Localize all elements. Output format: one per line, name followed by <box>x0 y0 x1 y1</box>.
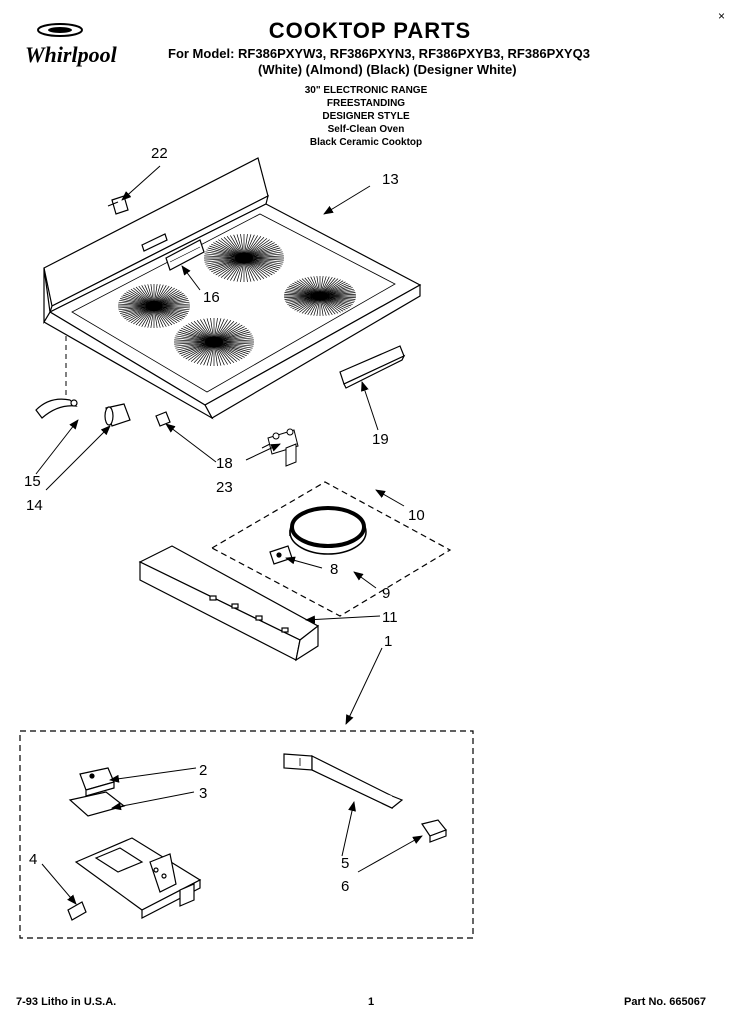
wire-connector <box>35 398 78 419</box>
callout-2: 2 <box>199 762 207 779</box>
touch-control <box>165 239 205 271</box>
product-description: 30" ELECTRONIC RANGE FREESTANDING DESIGN… <box>250 84 482 149</box>
desc-line: FREESTANDING <box>326 98 406 109</box>
desc-line: Black Ceramic Cooktop <box>309 137 423 148</box>
switch-part <box>261 428 299 467</box>
callout-4: 4 <box>29 851 37 868</box>
callout-15: 15 <box>24 473 41 490</box>
callout-3: 3 <box>199 785 207 802</box>
terminal-block <box>104 403 131 427</box>
callout-23: 23 <box>216 479 233 496</box>
callout-9: 9 <box>382 585 390 602</box>
burner-element <box>174 318 254 366</box>
burner-element <box>284 276 356 316</box>
burner-element <box>118 284 190 328</box>
relay-part <box>79 767 115 797</box>
screw-part <box>155 411 171 427</box>
callout-22: 22 <box>151 145 168 162</box>
callout-10: 10 <box>408 507 425 524</box>
insulator-part <box>68 791 126 817</box>
callout-16: 16 <box>203 289 220 306</box>
callout-11: 11 <box>382 609 398 626</box>
wire-harness <box>283 753 404 809</box>
model-colors: (White) (Almond) (Black) (Designer White… <box>258 62 517 77</box>
cooktop-assembly <box>43 157 422 420</box>
callout-19: 19 <box>372 431 389 448</box>
desc-line: DESIGNER STYLE <box>322 111 410 122</box>
limiter-part <box>269 545 293 565</box>
whirlpool-logo: Whirlpool <box>25 23 118 67</box>
desc-line: Self-Clean Oven <box>327 124 405 135</box>
callout-6: 6 <box>341 878 349 895</box>
litho-note: 7-93 Litho in U.S.A. <box>16 996 117 1008</box>
close-icon[interactable]: × <box>718 9 726 23</box>
model-list: For Model: RF386PXYW3, RF386PXYN3, RF386… <box>168 46 590 61</box>
connector-part <box>421 819 447 843</box>
callout-8: 8 <box>330 561 338 578</box>
callout-14: 14 <box>26 497 43 514</box>
callout-13: 13 <box>382 171 399 188</box>
callout-1: 1 <box>384 633 392 650</box>
part-number: Part No. 665067 <box>624 996 706 1008</box>
page-number: 1 <box>368 996 375 1008</box>
brand-wordmark: Whirlpool <box>25 42 118 67</box>
surface-elements <box>118 234 356 366</box>
clip-part <box>107 195 129 215</box>
kit-outline <box>19 730 474 939</box>
control-board <box>74 837 202 919</box>
callout-5: 5 <box>341 855 349 872</box>
radiant-element <box>289 506 367 555</box>
support-rail <box>138 545 320 662</box>
desc-line: 30" ELECTRONIC RANGE <box>304 85 428 96</box>
burner-element <box>204 234 284 282</box>
element-group-outline <box>210 481 452 617</box>
callout-18: 18 <box>216 455 233 472</box>
page-title: COOKTOP PARTS <box>268 18 472 43</box>
bracket-part <box>339 345 406 389</box>
fuse-part <box>67 901 87 921</box>
